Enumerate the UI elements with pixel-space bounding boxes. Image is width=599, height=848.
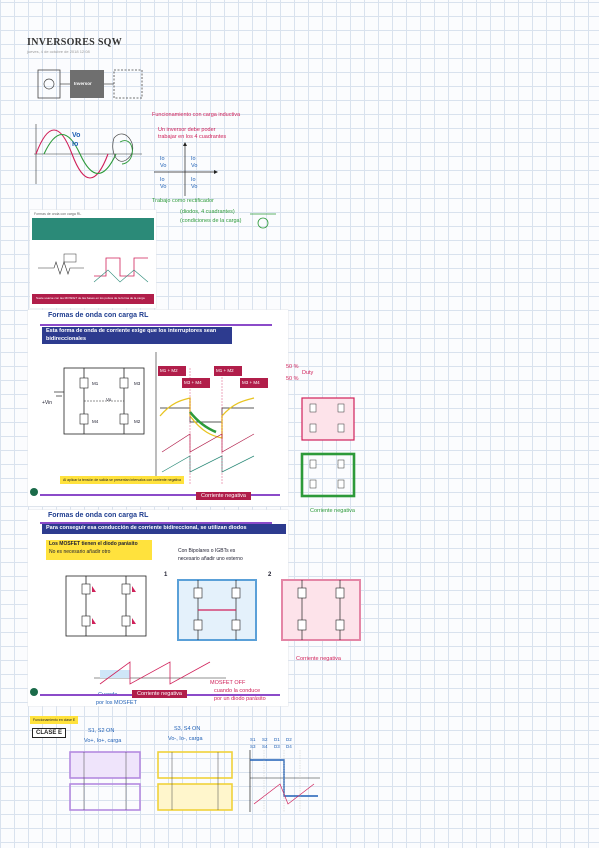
- slide3-blue-note2: por los MOSFET: [96, 700, 137, 706]
- slide3-circuit-2: [281, 579, 361, 641]
- slide2-yellow-note: Al aplicar la tensión de salida se prese…: [60, 476, 184, 484]
- clase-e-timing: [249, 750, 320, 812]
- slide3-red-note1: MOSFET OFF: [210, 680, 246, 686]
- clase-note-2: Vo+, Io+, carga: [84, 738, 122, 744]
- quadrant-io-1: Io: [191, 156, 196, 162]
- note-carga-inductiva: Funcionamiento con carga inductiva: [152, 112, 241, 118]
- page-title: INVERSORES SQW: [27, 37, 123, 48]
- slide2-m3m4: M3 + M4: [242, 380, 260, 385]
- clase-note-3: S3, S4 ON: [174, 726, 201, 732]
- slide1-circuit: [38, 253, 149, 283]
- slide3-red-note2: cuando la conduce: [214, 688, 261, 694]
- slide2-m1: M1: [92, 381, 99, 386]
- timing-s2: S2: [262, 737, 268, 742]
- slide2-m34: M3 + M4: [184, 380, 202, 385]
- slide2-label-box-4: [240, 378, 268, 388]
- note-condiciones: (condiciones de la carga): [180, 218, 242, 224]
- quadrant-vo-2: Vo: [160, 163, 167, 169]
- slide2-heading: Formas de onda con carga RL: [48, 312, 149, 319]
- small-component-sketch: [250, 213, 276, 229]
- slide1-banner: [32, 218, 154, 240]
- io-label: Io: [72, 141, 79, 148]
- quadrant-io-4: Io: [191, 177, 196, 183]
- vo-label: Vo: [72, 132, 81, 139]
- slide3-circuit-mosfet: [65, 575, 147, 637]
- slide2-handwritten-neg: Corriente negativa: [310, 508, 355, 514]
- quadrant-io-2: Io: [160, 156, 165, 162]
- quadrant-vo-4: Vo: [191, 184, 198, 190]
- duty-50-a: 50 %: [286, 364, 299, 370]
- slide3-banner: Para conseguir esa conducción de corrien…: [42, 524, 286, 534]
- quadrant-io-3: Io: [160, 177, 165, 183]
- slide3-bipolar-line1: Con Bipolares o IGBTs es: [178, 548, 236, 554]
- slide2-bottom-rule: [40, 494, 280, 496]
- duty-label: Duty: [302, 370, 314, 376]
- note-diodos-uso: (diodos, 4 cuadrantes): [180, 209, 235, 215]
- slide3-rule: [40, 522, 272, 524]
- slide2-m3: M3: [134, 381, 141, 386]
- page-timestamp: jueves, 4 de octubre de 2018 12:08: [27, 49, 90, 54]
- slide3-badge: Corriente negativa: [132, 690, 187, 698]
- slide3-num1: 1: [164, 572, 168, 578]
- timing-d4: D4: [286, 744, 292, 749]
- timing-s1: S1: [250, 737, 256, 742]
- slide3-pink-note: Corriente negativa: [296, 656, 341, 662]
- slide2-badge: Corriente negativa: [196, 492, 251, 500]
- note-inversor-debe: Un inversor debe poder: [158, 127, 216, 133]
- slide1-footer-bar: [32, 294, 154, 304]
- slide2-nav-button[interactable]: [30, 488, 38, 496]
- slide3-bipolar-line2: necesario añadir uno externo: [178, 556, 243, 562]
- timing-d2: D2: [286, 737, 292, 742]
- quadrant-axes: [154, 142, 218, 196]
- slide2-label-box-2: [182, 378, 210, 388]
- slide2-m4: M4: [92, 419, 99, 424]
- clase-e-box: CLASE E: [32, 728, 67, 738]
- clase-e-tag: Funcionamiento en clase E: [30, 716, 79, 724]
- inversor-label: Inversor: [74, 81, 92, 86]
- slide3-circuit-1: [177, 579, 257, 641]
- slide2-m2: M2: [134, 419, 141, 424]
- slide1-footer-note: Suele usarse con las MOSFET de las bases…: [36, 296, 145, 300]
- note-cuatro-cuadrantes: trabajar en los 4 cuadrantes: [158, 134, 227, 140]
- timing-d1: D1: [274, 737, 280, 742]
- slide2-waveforms: [155, 352, 255, 484]
- slide3-mosfet-line2: No es necesario añadir otro: [49, 549, 111, 555]
- slide2-m1m2: M1 + M2: [216, 368, 234, 373]
- duty-50-b: 50 %: [286, 376, 299, 382]
- quadrant-vo-3: Vo: [160, 184, 167, 190]
- timing-s4: S4: [262, 744, 268, 749]
- slide2-label-box-1: [158, 366, 186, 376]
- timing-d3: D3: [274, 744, 280, 749]
- slide3-mosfet-line1: Los MOSFET tienen el diodo parásito: [49, 541, 138, 547]
- quadrant-vo-1: Vo: [191, 163, 198, 169]
- slide3-num2: 2: [268, 572, 272, 578]
- clase-note-1: S1, S2 ON: [88, 728, 115, 734]
- sine-wave-sketch: [34, 124, 142, 184]
- slide3-red-note3: por un diodo parásito: [214, 696, 266, 702]
- slide2-rule: [40, 324, 272, 326]
- clase-e-circuits: [69, 751, 233, 811]
- clase-note-4: Vo-, Io-, carga: [168, 736, 203, 742]
- slide2-vin-label: +Vin: [42, 400, 53, 406]
- slide2-h-bridge: [54, 367, 145, 435]
- slide1-heading: Formas de onda con carga RL: [34, 212, 82, 216]
- slide2-m12: M1 + M2: [160, 368, 178, 373]
- slide3-heading: Formas de onda con carga RL: [48, 512, 149, 519]
- slide2-side-circuits: [300, 397, 356, 498]
- slide2-banner: Esta forma de onda de corriente exige qu…: [42, 327, 232, 344]
- intro-block-diagram: [37, 69, 143, 99]
- slide2-vo: Vo: [106, 397, 112, 402]
- slide3-mosfet-note: [46, 540, 152, 560]
- slide3-nav-button[interactable]: [30, 688, 38, 696]
- timing-s3: S3: [250, 744, 256, 749]
- slide2-label-box-3: [214, 366, 242, 376]
- note-rectificador: Trabajo como rectificador: [152, 198, 214, 204]
- slide3-waveform: [94, 661, 226, 685]
